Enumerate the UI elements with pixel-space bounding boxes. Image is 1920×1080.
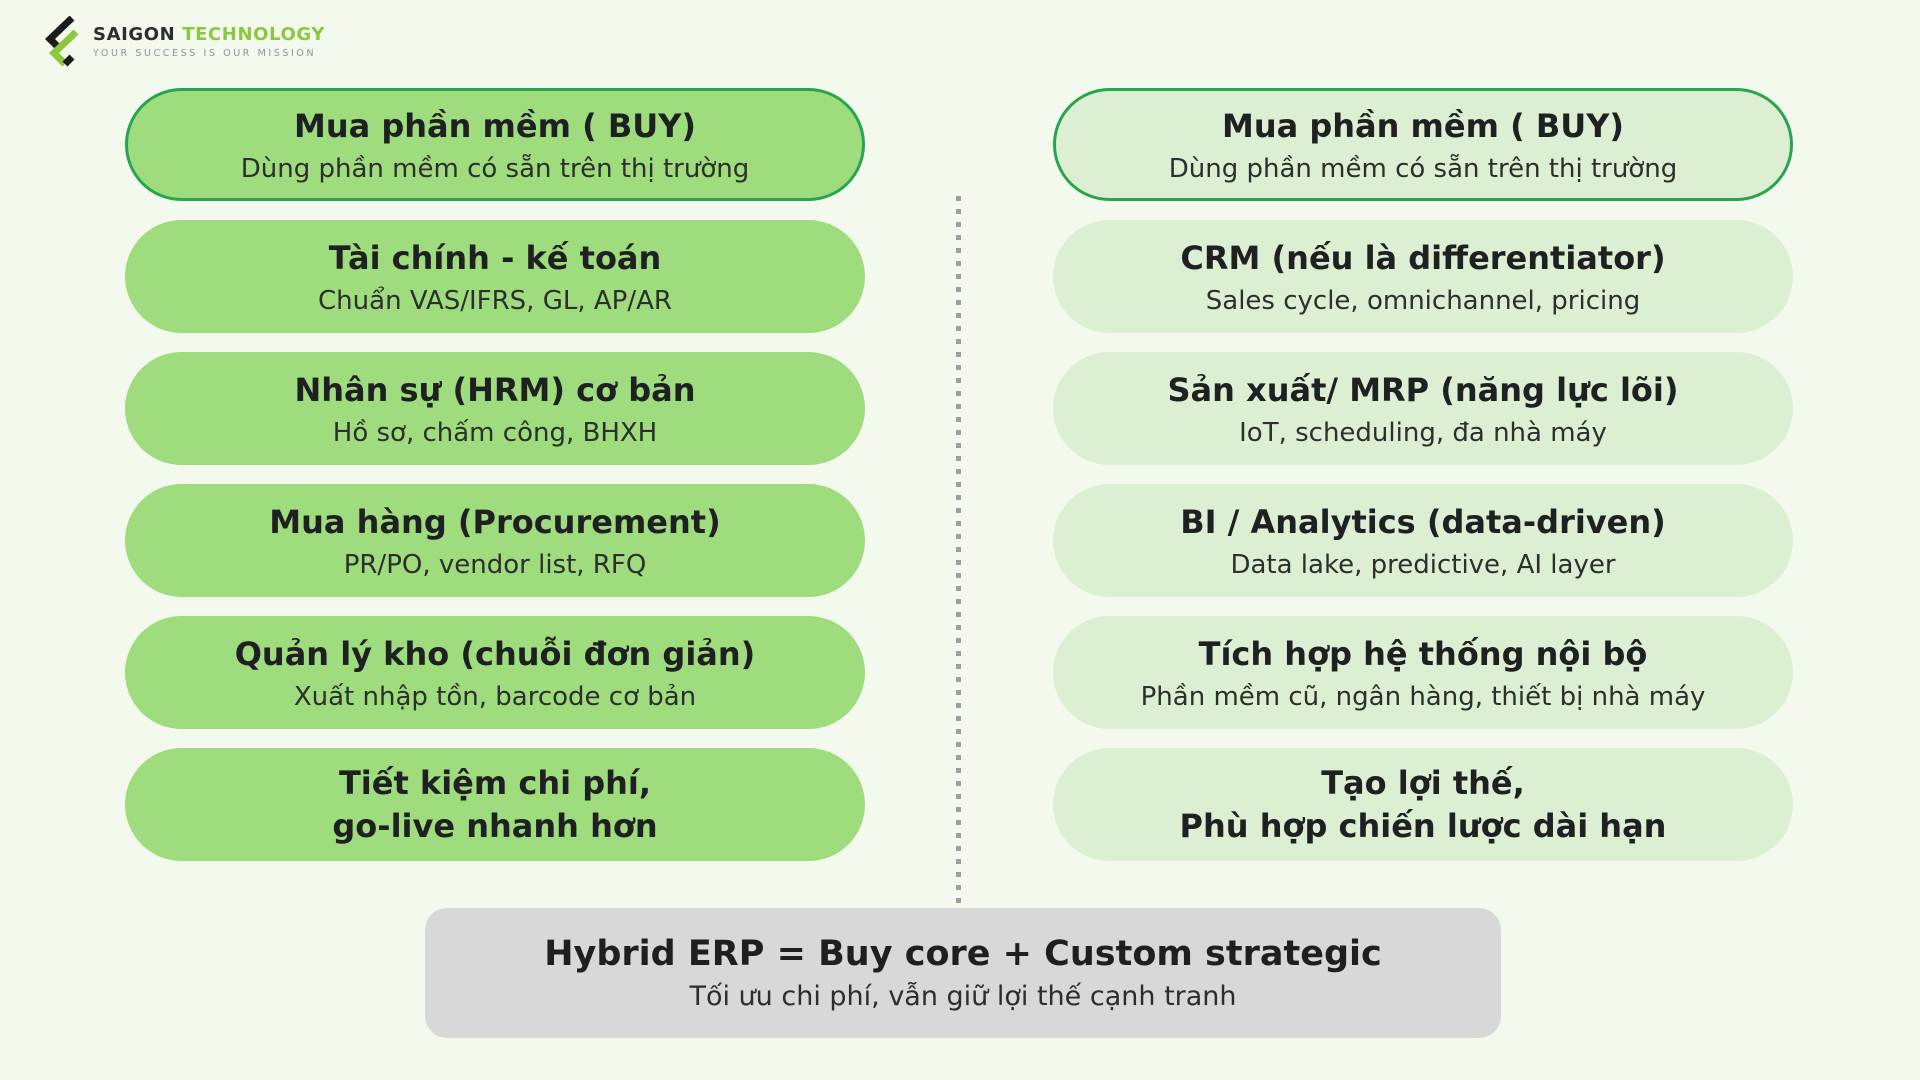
card-subtitle: Dùng phần mềm có sẵn trên thị trường	[240, 153, 750, 184]
card-title: Sản xuất/ MRP (năng lực lõi)	[1167, 371, 1679, 410]
banner-title: Hybrid ERP = Buy core + Custom strategic	[544, 934, 1382, 974]
card-hrm-basic: Nhân sự (HRM) cơ bản Hồ sơ, chấm công, B…	[125, 352, 865, 465]
card-title: Mua phần mềm ( BUY)	[1221, 107, 1625, 146]
custom-header-card: Mua phần mềm ( BUY) Dùng phần mềm có sẵn…	[1053, 88, 1793, 201]
saigon-technology-logo: SAIGON TECHNOLOGY YOUR SUCCESS IS OUR MI…	[42, 16, 325, 68]
card-title: Tạo lợi thế, Phù hợp chiến lược dài hạn	[1179, 764, 1667, 845]
card-bi-analytics: BI / Analytics (data-driven) Data lake, …	[1053, 484, 1793, 597]
hybrid-erp-banner: Hybrid ERP = Buy core + Custom strategic…	[425, 908, 1501, 1038]
custom-column: Mua phần mềm ( BUY) Dùng phần mềm có sẵn…	[1053, 88, 1793, 880]
brand-secondary: TECHNOLOGY	[182, 23, 325, 45]
banner-subtitle: Tối ưu chi phí, vẫn giữ lợi thế cạnh tra…	[689, 981, 1237, 1012]
card-subtitle: Chuẩn VAS/IFRS, GL, AP/AR	[318, 285, 672, 316]
card-subtitle: Phần mềm cũ, ngân hàng, thiết bị nhà máy	[1140, 681, 1706, 712]
card-title: Mua hàng (Procurement)	[269, 503, 721, 542]
brand-tagline: YOUR SUCCESS IS OUR MISSION	[93, 48, 317, 60]
card-title: Nhân sự (HRM) cơ bản	[294, 371, 696, 410]
card-subtitle: Sales cycle, omnichannel, pricing	[1205, 285, 1641, 316]
card-subtitle: Hồ sơ, chấm công, BHXH	[332, 417, 658, 448]
card-subtitle: Xuất nhập tồn, barcode cơ bản	[293, 681, 697, 712]
buy-header-card: Mua phần mềm ( BUY) Dùng phần mềm có sẵn…	[125, 88, 865, 201]
card-subtitle: PR/PO, vendor list, RFQ	[343, 549, 647, 580]
card-title: Mua phần mềm ( BUY)	[293, 107, 697, 146]
brand-name: SAIGON TECHNOLOGY	[93, 23, 325, 45]
card-title: BI / Analytics (data-driven)	[1180, 503, 1666, 542]
card-warehouse: Quản lý kho (chuỗi đơn giản) Xuất nhập t…	[125, 616, 865, 729]
card-manufacturing-mrp: Sản xuất/ MRP (năng lực lõi) IoT, schedu…	[1053, 352, 1793, 465]
card-subtitle: IoT, scheduling, đa nhà máy	[1239, 417, 1607, 448]
card-procurement: Mua hàng (Procurement) PR/PO, vendor lis…	[125, 484, 865, 597]
brand-primary: SAIGON	[93, 23, 176, 45]
card-cost-saving: Tiết kiệm chi phí, go-live nhanh hơn	[125, 748, 865, 861]
card-subtitle: Data lake, predictive, AI layer	[1230, 549, 1616, 580]
logo-mark-icon	[44, 16, 79, 67]
card-crm: CRM (nếu là differentiator) Sales cycle,…	[1053, 220, 1793, 333]
card-finance-accounting: Tài chính - kế toán Chuẩn VAS/IFRS, GL, …	[125, 220, 865, 333]
buy-column: Mua phần mềm ( BUY) Dùng phần mềm có sẵn…	[125, 88, 865, 880]
card-title: Tiết kiệm chi phí, go-live nhanh hơn	[332, 764, 658, 845]
dotted-divider	[956, 196, 961, 906]
card-internal-integration: Tích hợp hệ thống nội bộ Phần mềm cũ, ng…	[1053, 616, 1793, 729]
card-title: CRM (nếu là differentiator)	[1180, 239, 1666, 278]
card-title: Tích hợp hệ thống nội bộ	[1198, 635, 1648, 674]
card-title: Quản lý kho (chuỗi đơn giản)	[234, 635, 756, 674]
card-title: Tài chính - kế toán	[328, 239, 662, 278]
logo-text: SAIGON TECHNOLOGY YOUR SUCCESS IS OUR MI…	[93, 23, 325, 60]
card-subtitle: Dùng phần mềm có sẵn trên thị trường	[1168, 153, 1678, 184]
card-strategic-advantage: Tạo lợi thế, Phù hợp chiến lược dài hạn	[1053, 748, 1793, 861]
